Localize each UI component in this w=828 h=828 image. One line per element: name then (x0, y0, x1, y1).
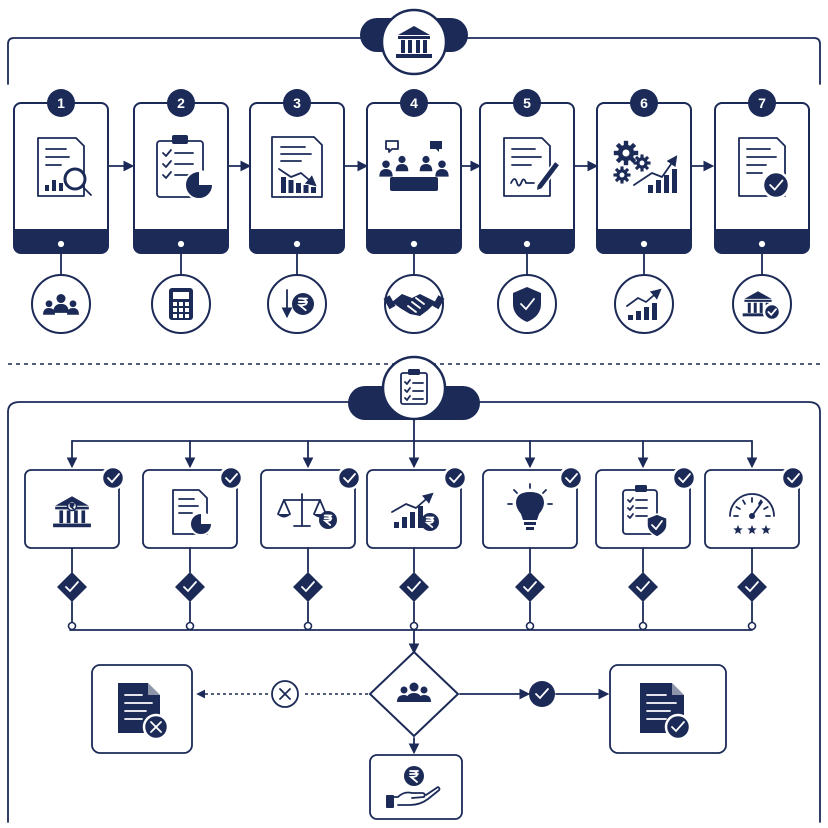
diamond-check-icon (628, 572, 658, 602)
connector-dot (747, 621, 757, 631)
shield-check-icon (513, 287, 541, 322)
rating-gauge-icon (729, 493, 775, 535)
rupee-hand-disbursement-icon (386, 766, 441, 808)
check-badge-icon (336, 465, 362, 491)
connector-dot (185, 621, 195, 631)
check-badge-icon (558, 465, 584, 491)
growth-chart-icon (626, 288, 662, 320)
evaluation-criterion (260, 440, 362, 631)
connector-dot (176, 239, 186, 249)
bottom-header-circle (381, 355, 447, 421)
evaluation-criterion (142, 440, 244, 631)
connector-dot (639, 239, 649, 249)
report-declining-chart-icon (271, 136, 323, 198)
step-number: 5 (523, 95, 531, 111)
connector-dot (522, 239, 532, 249)
diamond-check-icon (399, 572, 429, 602)
connector-dot (56, 239, 66, 249)
connector-dot (303, 621, 313, 631)
diamond-check-icon (515, 572, 545, 602)
step-number: 6 (640, 95, 648, 111)
process-step: 4 (366, 89, 462, 334)
connector-dot (67, 621, 77, 631)
disbursement-box (369, 754, 463, 820)
step-number: 4 (410, 95, 418, 111)
diamond-check-icon (175, 572, 205, 602)
check-badge-icon (218, 465, 244, 491)
document-rejected-icon (118, 683, 170, 741)
step-number-badge (630, 89, 658, 117)
document-approved-icon (640, 683, 692, 741)
checklist-pie-chart-icon (156, 135, 214, 200)
clipboard-checklist-icon (400, 369, 428, 405)
process-step: 2 (133, 89, 229, 334)
process-step: 3 (249, 89, 345, 334)
approve-check-icon (529, 681, 555, 707)
balance-scale-rupee-icon (277, 493, 337, 529)
bottom-process (7, 355, 821, 823)
connector-dot (409, 239, 419, 249)
diamond-check-icon (57, 572, 87, 602)
evaluation-criterion (704, 440, 806, 631)
diamond-check-icon (293, 572, 323, 602)
rejected-box (91, 664, 193, 754)
step-number-badge (513, 89, 541, 117)
rupee-bank-icon (53, 496, 91, 528)
bank-icon (396, 26, 432, 58)
step-number-badge (400, 89, 428, 117)
process-step: 5 (479, 89, 575, 334)
check-badge-icon (780, 465, 806, 491)
criteria-collection-lines (69, 629, 753, 655)
approved-path (459, 681, 610, 707)
step-number-badge (47, 89, 75, 117)
bank-verified-icon (742, 291, 782, 322)
evaluation-criterion (24, 440, 126, 631)
step-number: 7 (758, 95, 766, 111)
rejected-path (196, 680, 368, 708)
evaluation-criterion (595, 440, 697, 631)
rupee-down-arrow-icon (281, 289, 314, 319)
connector-dot (292, 239, 302, 249)
process-step: 7 (714, 89, 810, 334)
evaluation-criterion (366, 465, 468, 631)
document-search-chart-icon (37, 137, 92, 197)
step-number: 3 (293, 95, 301, 111)
clipboard-shield-icon (622, 485, 668, 538)
check-badge-icon (671, 465, 697, 491)
committee-group-icon (397, 682, 431, 702)
top-header-circle (380, 8, 448, 76)
step-number-badge (748, 89, 776, 117)
diamond-check-icon (737, 572, 767, 602)
process-step: 1 (13, 89, 109, 334)
lightbulb-icon (507, 483, 553, 530)
meeting-discussion-icon (379, 140, 449, 191)
criteria-distribution-lines (71, 419, 753, 469)
step-number-badge (283, 89, 311, 117)
step-number: 1 (57, 95, 65, 111)
check-badge-icon (100, 465, 126, 491)
process-step: 6 (596, 89, 692, 334)
connector-dot (409, 621, 419, 631)
growth-bars-rupee-icon (391, 492, 439, 531)
evaluation-criterion (482, 440, 584, 631)
people-group-icon (43, 294, 79, 315)
approved-box (609, 664, 727, 754)
top-process: 1 2 3 4 5 6 7 (7, 8, 821, 334)
connector-dot (757, 239, 767, 249)
document-signing-icon (503, 137, 562, 197)
step-number: 2 (177, 95, 185, 111)
connector-dot (638, 621, 648, 631)
step-number-badge (167, 89, 195, 117)
connector-dot (525, 621, 535, 631)
check-badge-icon (442, 465, 468, 491)
document-approved-icon (738, 137, 791, 200)
handshake-icon (383, 294, 445, 316)
decision-node (368, 650, 460, 738)
document-pie-chart-icon (172, 489, 213, 536)
sub-icon-circle (614, 274, 674, 334)
calculator-icon (169, 288, 193, 320)
